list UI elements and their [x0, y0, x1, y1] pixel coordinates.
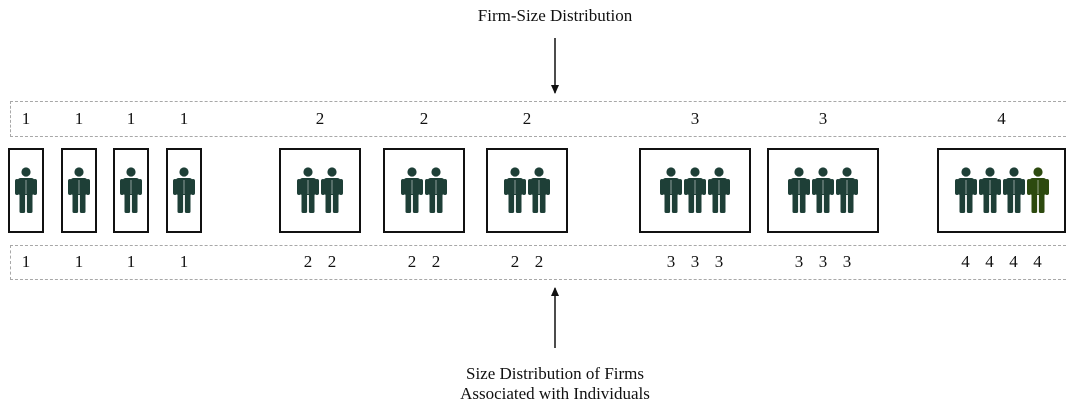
person-icon: [15, 167, 37, 213]
individual-firm-size-label: 2: [303, 252, 313, 271]
person-icon: [528, 167, 550, 213]
bottom-label-line-1: Size Distribution of Firms: [465, 364, 645, 383]
firm-box: [486, 148, 568, 233]
individual-firm-size-label: 3: [666, 252, 676, 271]
individual-firm-size-label: 3: [714, 252, 724, 271]
individual-firm-size-label: 4: [1009, 252, 1018, 271]
individual-size-band: [10, 245, 1066, 280]
individual-firm-size-label: 2: [534, 252, 544, 271]
person-icon: [425, 167, 447, 213]
individual-firm-size-label: 4: [985, 252, 994, 271]
individual-firm-size-label: 2: [407, 252, 417, 271]
person-icon: [684, 167, 706, 213]
person-icon: [120, 167, 142, 213]
individual-firm-size-label: 4: [961, 252, 970, 271]
firm-size-label: 3: [818, 109, 828, 128]
individual-firm-size-label: 1: [126, 252, 136, 271]
person-icon: [504, 167, 526, 213]
highlighted-person-icon: [1026, 167, 1049, 213]
firm-size-distribution-label: Firm-Size Distribution: [477, 6, 633, 25]
firm-size-band: [10, 101, 1066, 137]
person-icon: [297, 167, 319, 213]
firm-size-label: 2: [419, 109, 429, 128]
individual-firm-size-label: 1: [74, 252, 84, 271]
individual-firm-size-label: 1: [179, 252, 189, 271]
person-icon: [660, 167, 682, 213]
firm-size-label: 2: [315, 109, 325, 128]
person-icon: [173, 167, 195, 213]
firm-size-label: 1: [126, 109, 136, 128]
firm-size-label: 4: [997, 109, 1006, 128]
firm-size-label: 1: [179, 109, 189, 128]
individual-firm-size-label: 2: [431, 252, 441, 271]
firm-size-label: 3: [690, 109, 700, 128]
individual-firm-size-label: 1: [21, 252, 31, 271]
firm-size-label: 2: [522, 109, 532, 128]
individual-firm-size-label: 3: [818, 252, 828, 271]
person-icon: [836, 167, 858, 213]
individual-firm-size-label: 2: [510, 252, 520, 271]
firm-box: [279, 148, 361, 233]
person-icon: [708, 167, 730, 213]
person-icon: [978, 167, 1001, 213]
individual-firm-size-label: 3: [842, 252, 852, 271]
person-icon: [812, 167, 834, 213]
person-icon: [1002, 167, 1025, 213]
individual-firm-size-label: 2: [327, 252, 337, 271]
individual-size-distribution-label: Size Distribution of Firms Associated wi…: [355, 364, 755, 404]
individual-firm-size-label: 3: [690, 252, 700, 271]
firm-box: [8, 148, 44, 233]
person-icon: [954, 167, 977, 213]
firm-box: [383, 148, 465, 233]
firm-size-label: 1: [74, 109, 84, 128]
person-icon: [788, 167, 810, 213]
person-icon: [401, 167, 423, 213]
individual-firm-size-label: 4: [1033, 252, 1042, 271]
person-icon: [321, 167, 343, 213]
individual-firm-size-label: 3: [794, 252, 804, 271]
bottom-label-line-2: Associated with Individuals: [460, 384, 650, 403]
firm-size-label: 1: [21, 109, 31, 128]
person-icon: [68, 167, 90, 213]
